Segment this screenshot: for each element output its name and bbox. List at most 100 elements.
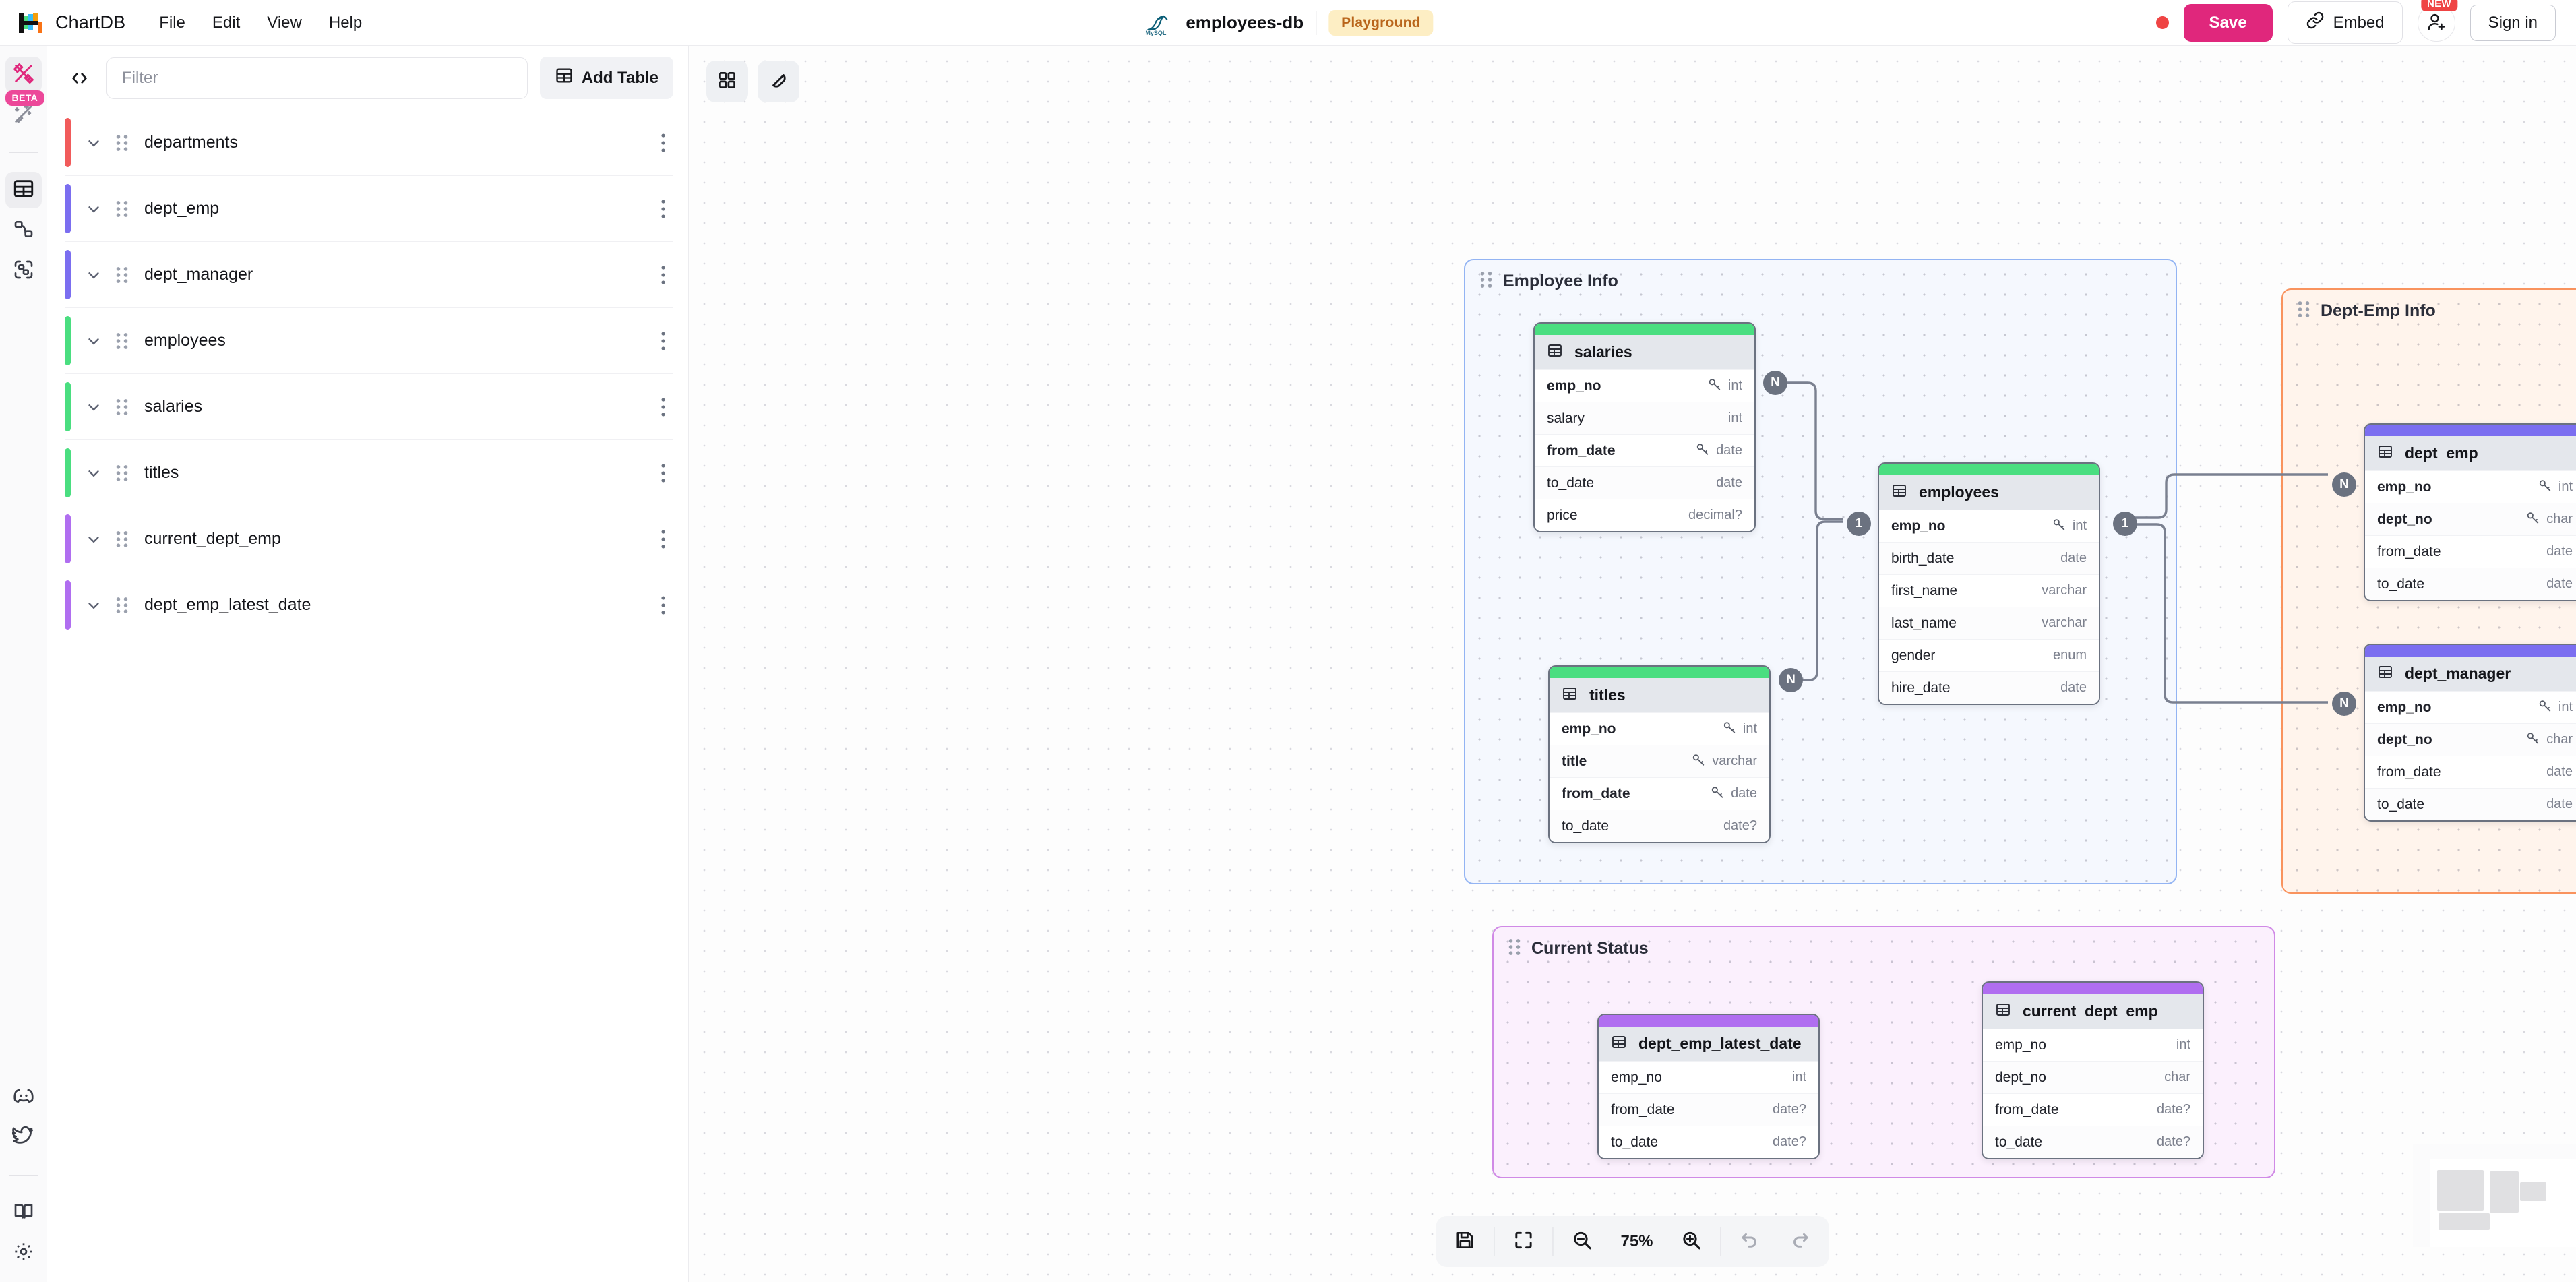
table-row[interactable]: employees — [65, 308, 673, 374]
embed-button[interactable]: Embed — [2287, 1, 2403, 44]
chevron-down-icon[interactable] — [82, 464, 105, 482]
drag-handle-icon[interactable] — [2296, 299, 2311, 323]
rail-areas-button[interactable] — [5, 253, 42, 289]
drag-handle-icon[interactable] — [115, 397, 129, 417]
table-row[interactable]: titles — [65, 440, 673, 506]
chevron-down-icon[interactable] — [82, 597, 105, 614]
drag-handle-icon[interactable] — [115, 133, 129, 153]
table-row-menu-button[interactable] — [660, 265, 673, 285]
chevron-down-icon[interactable] — [82, 200, 105, 218]
chevron-down-icon[interactable] — [82, 398, 105, 416]
drag-handle-icon[interactable] — [115, 595, 129, 615]
table-row-menu-button[interactable] — [660, 397, 673, 417]
fit-view-button[interactable] — [1498, 1221, 1548, 1262]
drag-handle-icon[interactable] — [1507, 937, 1522, 960]
menu-help[interactable]: Help — [328, 13, 363, 32]
table-header[interactable]: current_dept_emp — [1983, 994, 2203, 1029]
code-brackets-icon[interactable] — [65, 63, 94, 93]
table-row[interactable]: dept_manager — [65, 242, 673, 308]
table-header[interactable]: salaries — [1535, 335, 1754, 369]
rail-diagrams-button[interactable] — [5, 57, 42, 93]
rail-docs-button[interactable] — [5, 1194, 42, 1231]
drag-handle-icon[interactable] — [115, 199, 129, 219]
table-row[interactable]: departments — [65, 110, 673, 176]
save-button[interactable]: Save — [2183, 3, 2273, 42]
sign-in-button[interactable]: Sign in — [2470, 4, 2556, 41]
table-row-menu-button[interactable] — [660, 463, 673, 483]
rail-twitter-button[interactable] — [5, 1120, 42, 1156]
table-row[interactable]: dept_emp — [65, 176, 673, 242]
canvas-snap-button[interactable] — [758, 61, 799, 102]
table-row-menu-button[interactable] — [660, 199, 673, 219]
menu-file[interactable]: File — [159, 13, 185, 32]
chevron-down-icon[interactable] — [82, 134, 105, 152]
filter-input[interactable] — [106, 57, 528, 99]
drag-handle-icon[interactable] — [1479, 270, 1494, 293]
table-header[interactable]: dept_emp — [2365, 436, 2576, 470]
rail-settings-button[interactable] — [5, 1235, 42, 1271]
redo-button[interactable] — [1775, 1221, 1825, 1262]
drag-handle-icon[interactable] — [115, 265, 129, 285]
table-row[interactable]: current_dept_emp — [65, 506, 673, 572]
menu-edit[interactable]: Edit — [212, 13, 241, 32]
zoom-out-button[interactable] — [1557, 1221, 1607, 1262]
undo-button[interactable] — [1725, 1221, 1775, 1262]
zoom-level-label[interactable]: 75% — [1620, 1232, 1653, 1250]
table-row-menu-button[interactable] — [660, 529, 673, 549]
chevron-down-icon[interactable] — [82, 530, 105, 548]
chevron-down-icon[interactable] — [82, 332, 105, 350]
table-header[interactable]: titles — [1550, 678, 1769, 712]
drag-handle-icon[interactable] — [115, 463, 129, 483]
table-row-menu-button[interactable] — [660, 133, 673, 153]
table-row-menu-button[interactable] — [660, 595, 673, 615]
table-header[interactable]: employees — [1879, 475, 2099, 510]
menu-view[interactable]: View — [267, 13, 302, 32]
zoom-in-button[interactable] — [1667, 1221, 1717, 1262]
table-row-menu-button[interactable] — [660, 331, 673, 351]
chevron-down-icon[interactable] — [82, 266, 105, 284]
table-header[interactable]: dept_emp_latest_date — [1599, 1027, 1818, 1061]
rail-discord-button[interactable] — [5, 1079, 42, 1116]
drag-handle-icon[interactable] — [115, 529, 129, 549]
add-table-button[interactable]: Add Table — [539, 57, 673, 99]
table-row[interactable]: dept_emp_latest_date — [65, 572, 673, 638]
rail-tables-button[interactable] — [5, 172, 42, 208]
minimap[interactable] — [2413, 1144, 2576, 1247]
canvas-grid-button[interactable] — [706, 61, 748, 102]
table-row[interactable]: salaries — [65, 374, 673, 440]
